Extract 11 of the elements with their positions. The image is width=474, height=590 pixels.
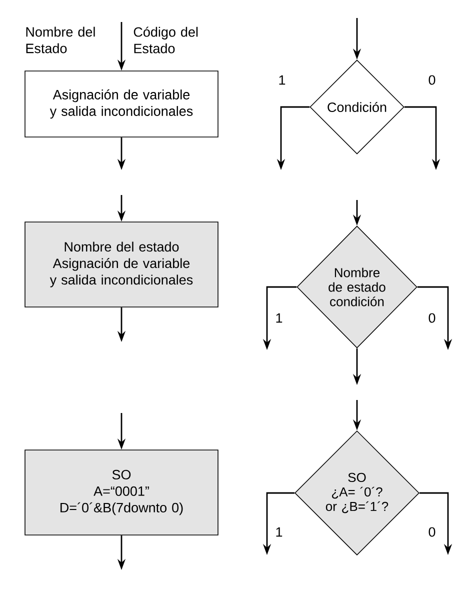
edge-label: 1: [279, 75, 286, 85]
state-label: Nombre del Estado: [26, 26, 95, 54]
edge-label: 0: [428, 313, 436, 323]
edge-label: 0: [428, 75, 436, 85]
state-box: SO A=“0001” D=´0´&B(7downto 0): [24, 450, 218, 536]
edge-label: 1: [276, 527, 282, 537]
state-box: Nombre del estado Asignación de variable y salida incondicionales: [24, 222, 218, 308]
state-label: Código del Estado: [134, 26, 198, 54]
edge-label: 1: [276, 313, 282, 323]
edge-label: 0: [428, 527, 436, 537]
process-box: Asignación de variable y salida incondicionales: [24, 70, 218, 138]
